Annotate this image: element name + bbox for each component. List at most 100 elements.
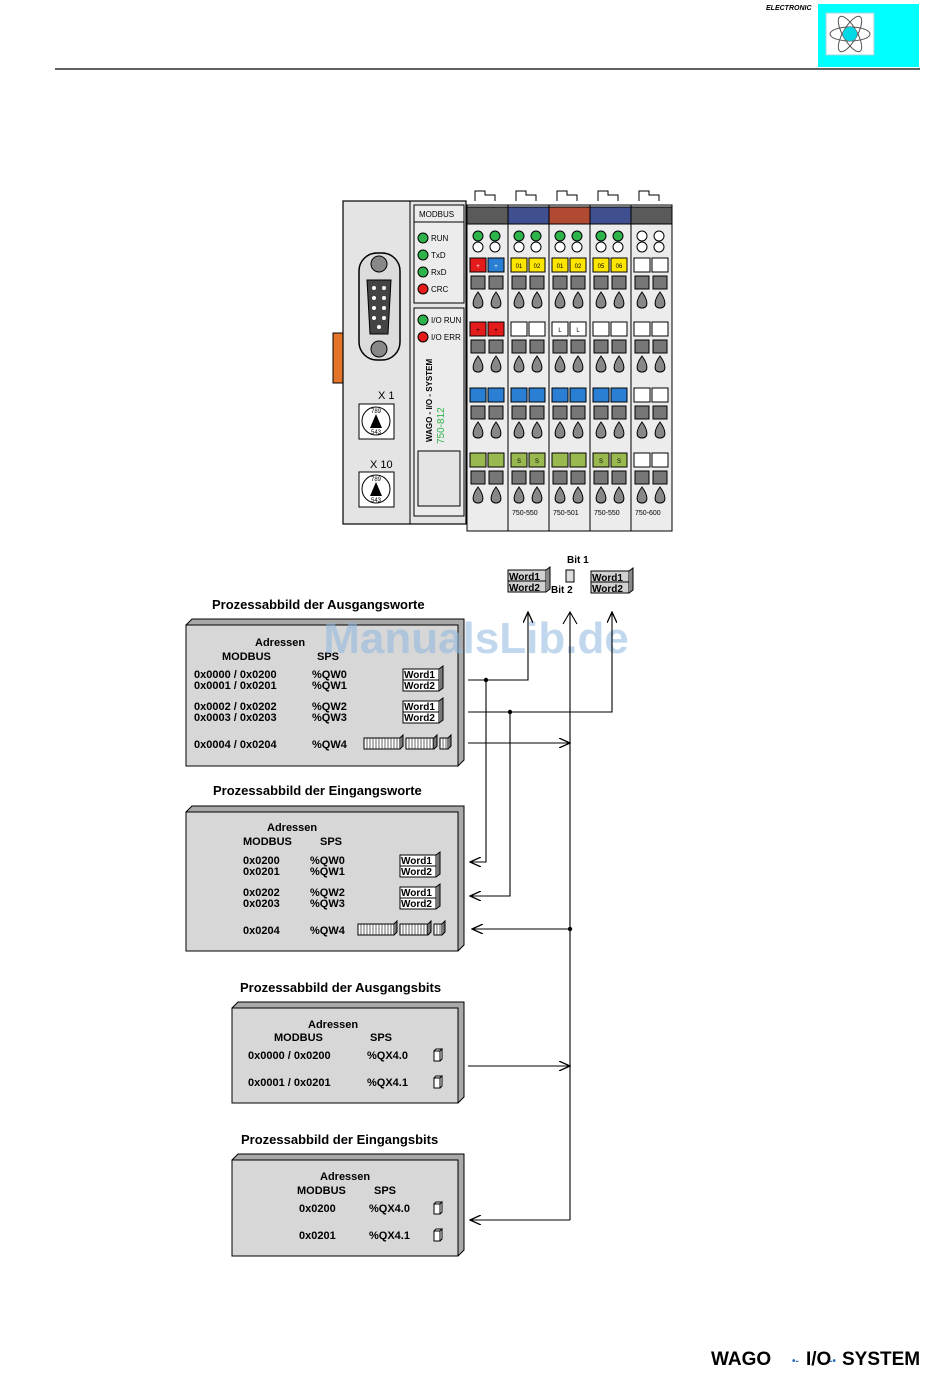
module-part-label: 750-501: [553, 510, 579, 517]
terminal-marker-label: +: [494, 264, 498, 270]
wire-clamp-icon: [472, 421, 484, 439]
terminal-marker-label: 02: [575, 264, 582, 270]
word1-label: Word1: [404, 670, 435, 681]
terminal-marker: [610, 257, 628, 273]
terminal-push-button: [570, 275, 586, 290]
terminal-push-button: [529, 405, 545, 420]
legend-word1-right: Word1: [592, 573, 623, 584]
terminal-marker-label: 02: [534, 264, 541, 270]
wire-clamp-icon: [531, 291, 543, 309]
dsub-connector-icon: [358, 252, 401, 361]
terminal-push-button: [593, 275, 609, 290]
word1-label: Word1: [401, 856, 432, 867]
modbus-address: 0x0200: [299, 1203, 336, 1215]
modbus-address: 0x0004 / 0x0204: [194, 739, 277, 751]
led-txd-icon: [417, 249, 429, 261]
sps-address: %QW3: [310, 898, 345, 910]
module-led-icon: [612, 241, 624, 253]
wire-clamp-icon: [472, 291, 484, 309]
sps-address: %QW2: [310, 887, 345, 899]
wire-clamp-icon: [490, 486, 502, 504]
module-rail-notch: [597, 190, 619, 201]
word2-label: Word2: [404, 681, 435, 692]
module-led-icon: [530, 241, 542, 253]
terminal-marker: [633, 387, 651, 403]
io-module-color-bar: [589, 206, 632, 225]
module-led-icon: [489, 241, 501, 253]
module-led-icon: [489, 230, 501, 242]
module-led-icon: [530, 230, 542, 242]
col-header-sps: SPS: [370, 1032, 392, 1044]
sps-address: %QW4: [310, 925, 346, 937]
wire-clamp-icon: [595, 421, 607, 439]
terminal-push-button: [488, 470, 504, 485]
module-rail-notch: [515, 190, 537, 201]
module-rail-notch: [474, 190, 496, 201]
modbus-address: 0x0202: [243, 887, 280, 899]
rotary-switch-x1-icon: 789 543: [358, 403, 395, 440]
terminal-push-button: [593, 339, 609, 354]
process-image-panel: Prozessabbild der EingangsworteAdressenM…: [185, 783, 465, 952]
module-led-icon: [571, 241, 583, 253]
wago-fieldbus-node: X 1 789 543 X 10 789 543 MODBUS RUNTxDRx…: [332, 190, 673, 532]
col-header-sps: SPS: [374, 1185, 396, 1197]
module-led-icon: [612, 230, 624, 242]
terminal-marker-label: +: [476, 264, 480, 270]
modbus-address: 0x0001 / 0x0201: [194, 680, 277, 692]
panel-header-addresses: Adressen: [308, 1019, 358, 1031]
terminal-push-button: [470, 405, 486, 420]
panel-header-addresses: Adressen: [255, 637, 305, 649]
module-led-icon: [472, 230, 484, 242]
watermark-text: ManualsLib.de: [323, 614, 629, 663]
terminal-marker-label: L: [576, 328, 580, 334]
module-led-icon: [472, 241, 484, 253]
brand-small-text: ELECTRONIC: [766, 5, 812, 12]
wire-clamp-icon: [472, 355, 484, 373]
legend-word1-left: Word1: [509, 572, 540, 583]
terminal-marker: [610, 321, 628, 337]
process-image-panel: Prozessabbild der AusgangsworteAdressenM…: [185, 597, 465, 767]
bit-block-icon: [357, 919, 446, 936]
terminal-marker: [487, 321, 505, 337]
terminal-marker: [633, 452, 651, 468]
modbus-address: 0x0000 / 0x0200: [194, 669, 277, 681]
terminal-marker: [610, 452, 628, 468]
legend-word-stack-right: Word1 Word2: [590, 567, 634, 595]
sps-address: %QX4.0: [367, 1050, 408, 1062]
wire-clamp-icon: [654, 291, 666, 309]
col-header-modbus: MODBUS: [243, 836, 292, 848]
wire-clamp-icon: [654, 421, 666, 439]
terminal-push-button: [611, 339, 627, 354]
terminal-marker: [651, 452, 669, 468]
terminal-marker-label: S: [599, 459, 603, 465]
terminal-marker: [651, 257, 669, 273]
terminal-marker: [469, 321, 487, 337]
wire-clamp-icon: [654, 355, 666, 373]
single-bit-icon: [433, 1047, 443, 1062]
sps-address: %QW4: [312, 739, 348, 751]
word1-label: Word1: [404, 702, 435, 713]
module-led-icon: [636, 241, 648, 253]
terminal-marker-label: 01: [516, 264, 523, 270]
svg-text:543: 543: [371, 498, 382, 504]
terminal-marker: [528, 321, 546, 337]
wire-clamp-icon: [513, 486, 525, 504]
wire-clamp-icon: [572, 486, 584, 504]
modbus-address: 0x0203: [243, 898, 280, 910]
terminal-marker-label: S: [535, 459, 539, 465]
panel-box: [231, 1007, 459, 1104]
wire-clamp-icon: [595, 486, 607, 504]
svg-text:789: 789: [371, 477, 382, 483]
terminal-push-button: [511, 470, 527, 485]
terminal-marker: [510, 452, 528, 468]
module-led-icon: [554, 241, 566, 253]
modbus-address: 0x0201: [243, 866, 280, 878]
sps-address: %QW1: [312, 680, 347, 692]
io-led-icon: [417, 314, 429, 326]
process-image-panel: Prozessabbild der AusgangsbitsAdressenMO…: [231, 980, 465, 1104]
word1-label: Word1: [401, 888, 432, 899]
switch-x10-label: X 10: [370, 459, 393, 471]
wire-clamp-icon: [595, 291, 607, 309]
